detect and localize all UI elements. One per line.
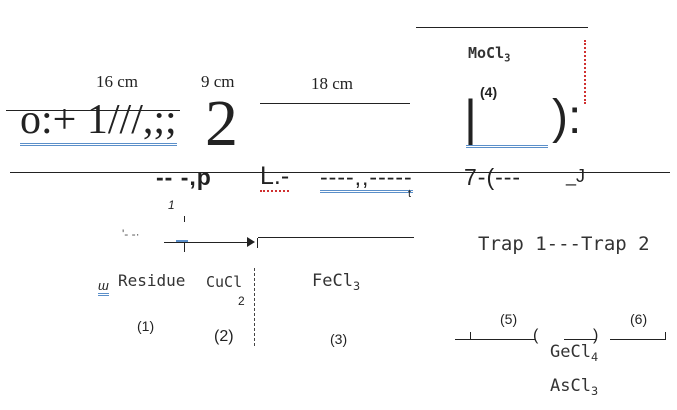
wide-divider-line xyxy=(10,172,670,173)
trap-line-left-tick xyxy=(470,332,471,340)
garbled-row-part-b: L.- xyxy=(260,162,290,192)
moc-bar-glyph: | xyxy=(464,90,477,146)
garbled-row-part-d: 7-(--- xyxy=(464,164,522,190)
trap-right-paren: ) xyxy=(593,327,599,344)
cucl-mark: 2 xyxy=(238,294,245,308)
moc-base-line xyxy=(466,145,548,148)
left-fragment-marks: '- -· xyxy=(122,227,140,241)
step-number-6: (6) xyxy=(630,311,648,327)
garbled-row-part-a: -- -,p xyxy=(156,164,212,190)
garbled-digit-two: 2 xyxy=(205,87,238,160)
garbled-text-top-left: o:+ 1///,;; xyxy=(20,96,177,146)
bracket-close-glyph: ): xyxy=(552,91,582,144)
top-middle-line xyxy=(260,103,410,104)
arrow-line-right xyxy=(258,237,414,238)
step-number-5: (5) xyxy=(500,311,518,327)
residue-ul-mark: ш xyxy=(98,278,109,296)
small-t-mark: t xyxy=(408,188,412,200)
small-one-mark: 1 xyxy=(168,198,175,212)
trap-label: Trap 1---Trap 2 xyxy=(478,233,650,255)
trap-line-right xyxy=(610,339,666,340)
tick-mark-1 xyxy=(184,216,185,222)
arrow-line-left xyxy=(164,242,250,243)
garbled-row-part-e: _J xyxy=(566,166,586,186)
garbled-row-part-c: ----,,----- xyxy=(320,164,413,193)
moc-number: (4) xyxy=(480,84,498,100)
trap-left-paren: ( xyxy=(533,327,539,344)
trap-line-right-tick xyxy=(665,332,666,340)
cucl-label: CuCl xyxy=(206,273,243,291)
vertical-dashed-marks xyxy=(254,268,255,346)
residue-label: Residue xyxy=(118,271,186,290)
moc-label: MoCl3 xyxy=(468,44,511,65)
step-number-3: (3) xyxy=(330,331,348,347)
small-blue-mark xyxy=(176,232,188,242)
top-left-line xyxy=(6,110,180,111)
ascl-label: AsCl3 xyxy=(550,376,599,399)
dimension-label-16cm: 16 cm xyxy=(96,72,139,91)
red-dotted-marker xyxy=(584,40,586,104)
step-number-1: (1) xyxy=(137,318,155,334)
trap-line-middle xyxy=(564,339,596,340)
top-right-line xyxy=(416,27,588,28)
step-number-2: (2) xyxy=(214,328,234,345)
fecl-label: FeCl3 xyxy=(312,271,361,294)
trap-line-left xyxy=(455,339,535,340)
dimension-label-18cm: 18 cm xyxy=(311,74,354,93)
arrow-tick xyxy=(257,238,258,248)
arrow-head-icon xyxy=(247,237,255,247)
tick-mark-2 xyxy=(184,242,185,252)
dimension-label-9cm: 9 cm xyxy=(201,72,235,91)
gecl-label: GeCl4 xyxy=(550,342,599,365)
